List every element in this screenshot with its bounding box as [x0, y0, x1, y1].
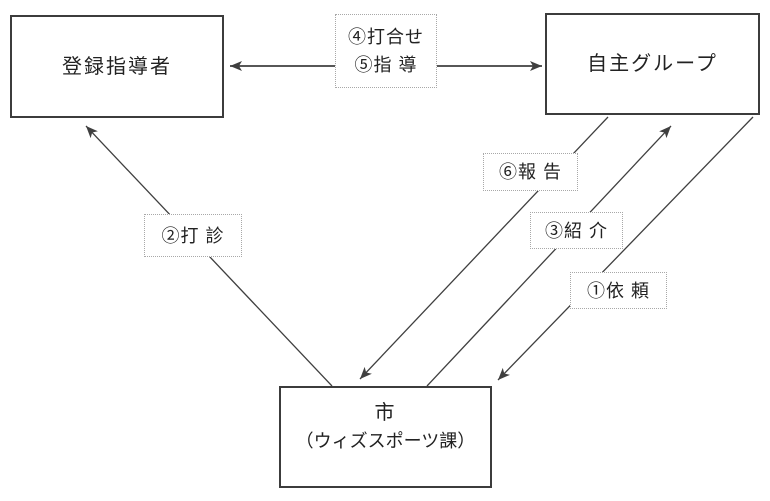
node-registered-instructor-label: 登録指導者: [62, 55, 172, 78]
edge-label-report: ⑥報 告: [483, 153, 578, 191]
edge-label-introduction-text: ③紹 介: [544, 220, 608, 241]
edge-label-guidance-line: ⑤指 導: [354, 55, 418, 75]
edge-label-meeting-guidance: ④打合せ ⑤指 導: [335, 14, 437, 88]
edge-label-report-text: ⑥報 告: [498, 162, 562, 182]
edge-label-sounding-text: ②打 診: [161, 225, 225, 246]
edge-label-meeting-line: ④打合せ: [348, 27, 424, 47]
edge-label-request-text: ①依 頼: [586, 280, 650, 301]
edge-label-introduction: ③紹 介: [530, 212, 623, 249]
arrow-introduction-city-to-group: [426, 125, 672, 387]
node-city-label: 市: [374, 402, 397, 424]
node-city-with-sports-section: 市 （ウィズスポーツ課）: [279, 386, 492, 488]
node-independent-group-label: 自主グループ: [587, 53, 718, 75]
node-registered-instructor: 登録指導者: [10, 15, 224, 118]
node-independent-group: 自主グループ: [545, 13, 760, 115]
edge-label-sounding: ②打 診: [144, 214, 242, 257]
edge-label-request: ①依 頼: [570, 272, 667, 309]
arrow-request-group-to-city: [497, 116, 754, 381]
node-city-sublabel: （ウィズスポーツ課）: [295, 431, 476, 451]
